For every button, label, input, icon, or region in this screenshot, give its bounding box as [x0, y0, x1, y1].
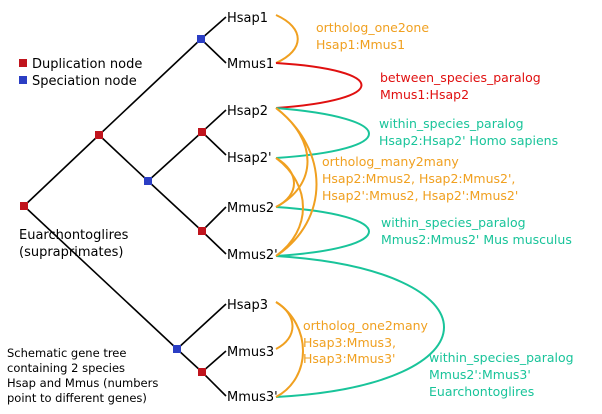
branch-s3-hsap3 — [176, 303, 227, 350]
arc-within-mmus — [275, 206, 370, 257]
duplication-node-root — [20, 202, 28, 210]
relationship-arcs — [275, 14, 445, 398]
leaf-label-mmus1: Mmus1 — [227, 57, 274, 72]
leaf-label-hsap1: Hsap1 — [227, 11, 268, 26]
arc-ortholog-one2one — [275, 14, 299, 64]
arc-between-species-paralog — [275, 62, 363, 109]
ann-within-hsap-pair: Hsap2:Hsap2' Homo sapiens — [379, 133, 558, 148]
note-line-4: point to different genes) — [7, 391, 147, 405]
leaf-label-mmus3p: Mmus3' — [227, 390, 278, 405]
ann-within-euarch-clade: Euarchontoglires — [429, 384, 534, 399]
note-line-2: containing 2 species — [7, 361, 125, 375]
branch-s3-d4 — [176, 348, 203, 373]
ann-within-euarch-pair: Mmus2':Mmus3' — [429, 367, 531, 382]
ann-one2many-line1: Hsap3:Mmus3, — [303, 335, 396, 350]
duplication-legend-swatch — [19, 59, 27, 67]
ann-many2many-line2: Hsap2':Mmus2, Hsap2':Mmus2' — [322, 188, 518, 203]
ann-within-mmus-title: within_species_paralog — [381, 215, 526, 230]
leaf-label-mmus3: Mmus3 — [227, 345, 274, 360]
leaf-label-hsap2p: Hsap2' — [227, 151, 272, 166]
arc-many2many-hsap2-mmus2p — [275, 107, 318, 257]
ann-one2many-title: ortholog_one2many — [303, 318, 429, 333]
speciation-legend-label: Speciation node — [32, 74, 137, 89]
duplication-legend-label: Duplication node — [32, 57, 142, 72]
arc-one2many-hsap3-mmus3p — [275, 301, 304, 398]
ann-ortholog-one2one-pair: Hsap1:Mmus1 — [316, 37, 405, 52]
root-label-line2: (supraprimates) — [19, 245, 123, 260]
branch-root-bottom — [23, 205, 178, 350]
ann-many2many-title: ortholog_many2many — [322, 154, 459, 169]
ann-one2many-line2: Hsap3:Mmus3' — [303, 351, 395, 366]
leaf-label-mmus2p: Mmus2' — [227, 248, 278, 263]
leaf-label-hsap3: Hsap3 — [227, 298, 268, 313]
speciation-node-1 — [197, 35, 205, 43]
legend: Duplication node Speciation node — [19, 57, 142, 89]
duplication-node-hsap2 — [198, 128, 206, 136]
note-line-1: Schematic gene tree — [7, 346, 126, 360]
duplication-node-mmus3 — [198, 368, 206, 376]
tree-nodes — [20, 35, 206, 376]
duplication-node-mmus2 — [198, 227, 206, 235]
ann-within-mmus-pair: Mmus2:Mmus2' Mus musculus — [381, 232, 572, 247]
arc-within-euarch — [275, 255, 445, 398]
note-line-3: Hsap and Mmus (numbers — [7, 376, 158, 390]
root-label-line1: Euarchontoglires — [19, 228, 129, 243]
speciation-legend-swatch — [19, 76, 27, 84]
branch-s2-d3 — [147, 180, 203, 232]
branch-s1-mmus1 — [200, 38, 227, 64]
branch-top-to-s2 — [98, 134, 149, 182]
duplication-node-top — [95, 131, 103, 139]
leaf-label-mmus2: Mmus2 — [227, 201, 274, 216]
annotations: ortholog_one2one Hsap1:Mmus1 between_spe… — [303, 20, 574, 399]
ann-between-species-pair: Mmus1:Hsap2 — [380, 87, 469, 102]
branch-s1-hsap1 — [200, 16, 227, 40]
arc-many2many-hsap2p-mmus2p — [275, 157, 304, 257]
arc-within-hsap — [275, 107, 370, 159]
branch-top-to-s1 — [98, 38, 202, 136]
leaf-labels: Hsap1 Mmus1 Hsap2 Hsap2' Mmus2 Mmus2' Hs… — [227, 11, 278, 405]
leaf-label-hsap2: Hsap2 — [227, 104, 268, 119]
branch-root-top — [23, 134, 100, 207]
speciation-node-3 — [173, 345, 181, 353]
schematic-note: Schematic gene tree containing 2 species… — [7, 346, 158, 405]
ann-within-hsap-title: within_species_paralog — [379, 116, 524, 131]
ann-between-species-title: between_species_paralog — [380, 70, 541, 85]
ann-ortholog-one2one-title: ortholog_one2one — [316, 20, 429, 35]
ann-many2many-line1: Hsap2:Mmus2, Hsap2:Mmus2', — [322, 171, 515, 186]
ann-within-euarch-title: within_species_paralog — [429, 350, 574, 365]
branch-s2-d2 — [147, 131, 203, 182]
speciation-node-2 — [144, 177, 152, 185]
root-label: Euarchontoglires (supraprimates) — [19, 228, 129, 260]
